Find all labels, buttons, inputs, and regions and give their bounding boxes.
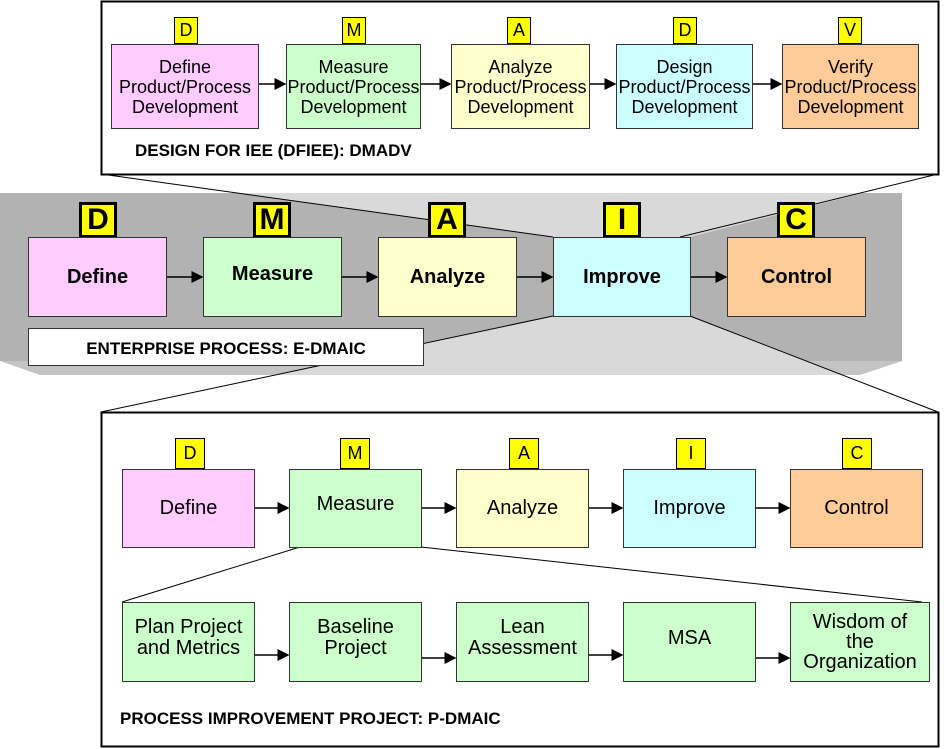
- dfiee-define-box: Define Product/Process Development: [111, 44, 259, 129]
- dfiee-tag-m: M: [342, 17, 366, 44]
- edmaic-tag-i: I: [603, 202, 641, 238]
- pdmaic-control-box: Control: [790, 469, 923, 548]
- edmaic-analyze-box: Analyze: [378, 237, 517, 317]
- dfiee-title: DESIGN FOR IEE (DFIEE): DMADV: [135, 141, 412, 160]
- dfiee-tag-d2: D: [673, 17, 697, 44]
- substep-wisdom-box: Wisdom of the Organization: [790, 602, 930, 682]
- edmaic-tag-m: M: [253, 202, 291, 238]
- edmaic-control-box: Control: [727, 237, 866, 317]
- pdmaic-tag-i: I: [676, 438, 706, 469]
- substep-baseline-project-box: Baseline Project: [289, 602, 422, 682]
- pdmaic-tag-m: M: [340, 438, 370, 469]
- substep-plan-project-box: Plan Project and Metrics: [122, 602, 255, 682]
- pdmaic-improve-box: Improve: [623, 469, 756, 548]
- pdmaic-tag-d: D: [175, 438, 205, 469]
- dfiee-design-box: Design Product/Process Development: [616, 44, 753, 129]
- edmaic-tag-d: D: [79, 202, 117, 238]
- dfiee-tag-v: V: [838, 17, 862, 44]
- pdmaic-define-box: Define: [122, 469, 255, 548]
- pdmaic-arrows: [254, 502, 791, 664]
- pdmaic-measure-box: Measure: [289, 469, 422, 548]
- edmaic-tag-c: C: [777, 202, 815, 238]
- dfiee-tag-d: D: [174, 17, 198, 44]
- edmaic-improve-box: Improve: [553, 237, 691, 317]
- edmaic-define-box: Define: [28, 237, 167, 317]
- dfiee-verify-box: Verify Product/Process Development: [782, 44, 919, 129]
- dfiee-analyze-box: Analyze Product/Process Development: [451, 44, 590, 129]
- dfiee-tag-a: A: [507, 17, 531, 44]
- edmaic-measure-box: Measure: [203, 237, 342, 317]
- edmaic-tag-a: A: [428, 202, 466, 238]
- pdmaic-analyze-box: Analyze: [456, 469, 589, 548]
- pdmaic-title: PROCESS IMPROVEMENT PROJECT: P-DMAIC: [120, 709, 501, 728]
- dfiee-measure-box: Measure Product/Process Development: [286, 44, 421, 129]
- substep-lean-assessment-box: Lean Assessment: [456, 602, 589, 682]
- substep-msa-box: MSA: [623, 602, 756, 682]
- edmaic-title: ENTERPRISE PROCESS: E-DMAIC: [28, 328, 424, 366]
- pdmaic-tag-a: A: [509, 438, 539, 469]
- pdmaic-tag-c: C: [842, 438, 872, 469]
